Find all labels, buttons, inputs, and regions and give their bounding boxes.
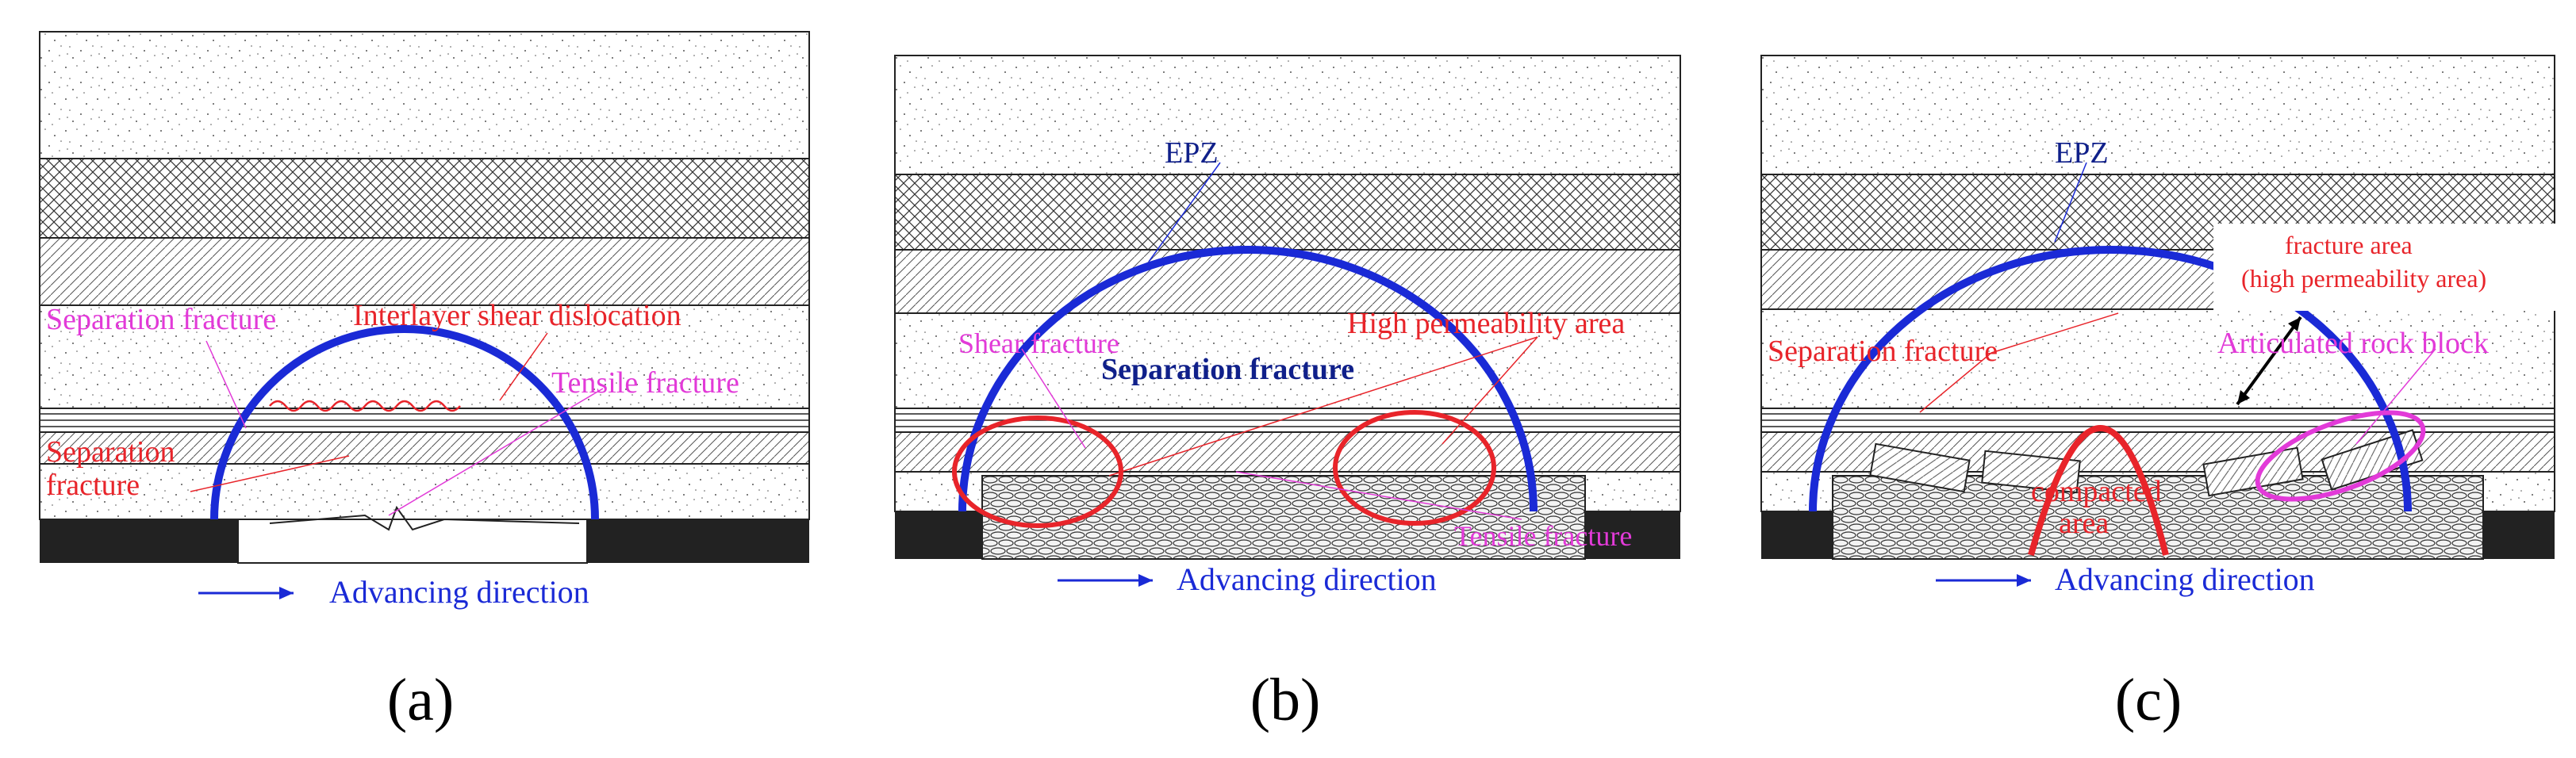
coal-pillar-right: [2483, 511, 2555, 559]
label-separation-fracture-top: Separation fracture: [46, 303, 276, 336]
label-fracture-area-1: fracture area: [2285, 231, 2413, 259]
label-compacted-1: compacted: [2031, 475, 2162, 508]
strata: [894, 55, 1681, 560]
fracture-arrow: [2236, 316, 2302, 406]
articulated-block-ellipse: [2255, 410, 2426, 502]
coal-pillar-left: [895, 511, 982, 559]
fracture-area-box: [2213, 224, 2563, 311]
label-separation-fracture: Separation fracture: [1101, 353, 1354, 386]
panel-c: EPZ fracture area (high permeability are…: [1753, 0, 2570, 618]
epz-arc: [958, 246, 1538, 512]
direction-label: Advancing direction: [1177, 561, 1437, 597]
caption-c: (c): [2114, 667, 2182, 733]
high-perm-ellipse-right: [1333, 410, 1496, 526]
coal-pillar-left: [40, 519, 238, 563]
label-fracture-area-2: (high permeability area): [2241, 264, 2486, 293]
panel-c-diagram: EPZ fracture area (high permeability are…: [1760, 55, 2563, 597]
label-tensile-fracture: Tensile fracture: [1454, 520, 1632, 552]
compacted-arch: [2028, 425, 2169, 557]
panel-b-diagram: EPZ High permeability area Shear fractur…: [894, 55, 1681, 597]
caption-a: (a): [386, 667, 455, 733]
panel-b: EPZ High permeability area Shear fractur…: [887, 0, 1688, 618]
label-epz: EPZ: [1165, 136, 1219, 170]
label-epz: EPZ: [2055, 136, 2109, 170]
shear-wave: [269, 400, 461, 412]
label-articulated-block: Articulated rock block: [2217, 327, 2489, 360]
label-separation-2: fracture: [46, 469, 140, 502]
label-separation-1: Separation: [46, 435, 175, 469]
label-separation-fracture: Separation fracture: [1768, 335, 1998, 368]
coal-pillar-right: [1585, 511, 1680, 559]
panel-a: Separation fracture Interlayer shear dis…: [32, 0, 825, 618]
strata: [39, 31, 810, 564]
caption-b: (b): [1250, 667, 1321, 733]
panel-a-diagram: Separation fracture Interlayer shear dis…: [39, 31, 810, 610]
direction-label: Advancing direction: [329, 574, 589, 610]
coal-pillar-right: [587, 519, 809, 563]
epz-arc: [210, 325, 599, 520]
label-shear-fracture: Shear fracture: [958, 327, 1119, 359]
coal-pillar-left: [1761, 511, 1833, 559]
label-tensile-fracture: Tensile fracture: [551, 366, 739, 400]
epz-arc: [1809, 246, 2412, 512]
label-compacted-2: area: [2059, 507, 2109, 540]
goaf: [237, 519, 588, 564]
direction-label: Advancing direction: [2055, 561, 2315, 597]
label-interlayer-shear: Interlayer shear dislocation: [353, 299, 681, 332]
label-high-permeability: High permeability area: [1347, 307, 1625, 340]
